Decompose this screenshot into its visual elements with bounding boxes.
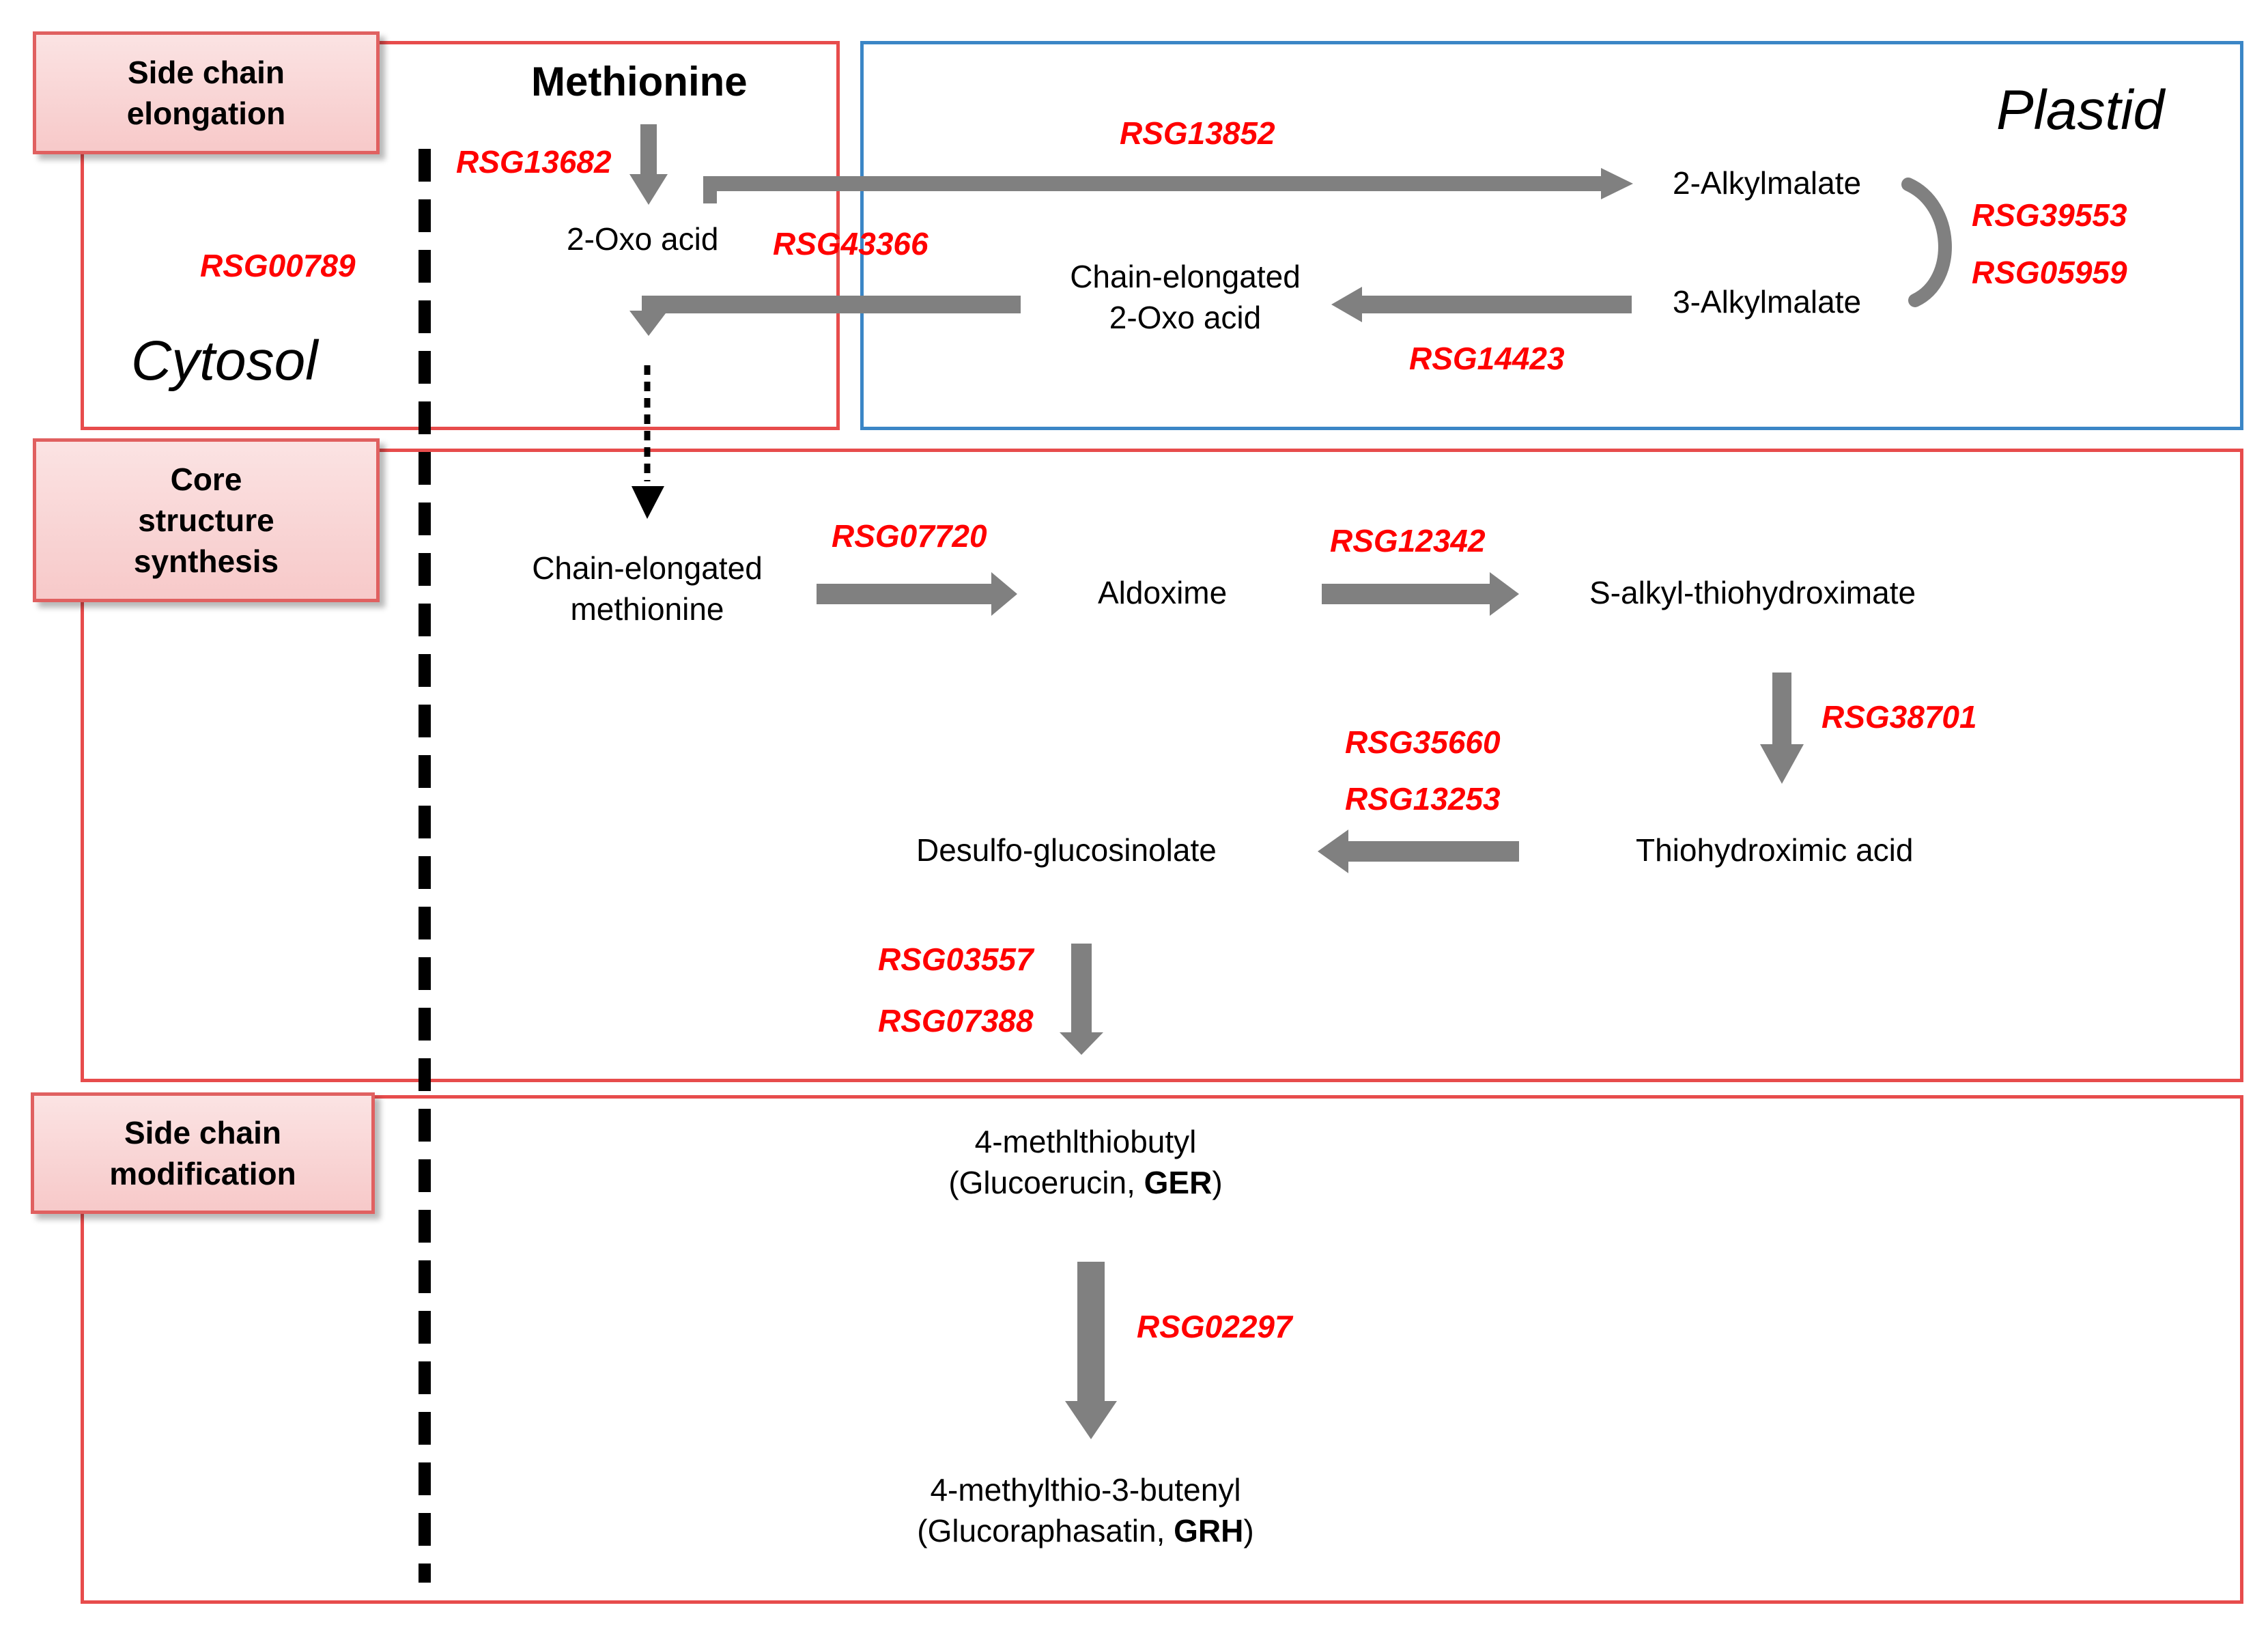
alkylmalate2-label: 2-Alkylmalate (1673, 165, 1862, 201)
gene-rsg03557: RSG03557 (878, 942, 1034, 977)
glucoerucin-label: 4-methlthiobutyl (Glucoerucin, GER) (881, 1121, 1290, 1203)
gene-rsg12342: RSG12342 (1330, 523, 1486, 558)
ger-line2-pre: (Glucoerucin, (948, 1165, 1144, 1200)
arrow-ger-grh (1065, 1262, 1117, 1439)
chain-oxo-line1: Chain-elongated (1070, 259, 1301, 294)
elongation-cytosol-box (81, 41, 840, 430)
arrow-chainmet-aldoxime (817, 572, 1017, 616)
gene-rsg35660: RSG35660 (1345, 724, 1501, 760)
arrow-aldoxime-salkyl (1322, 572, 1519, 616)
arrow-salkyl-thiohydroximic (1760, 673, 1804, 784)
plastid-label: Plastid (1996, 79, 2165, 141)
grh-abbr: GRH (1174, 1513, 1244, 1548)
gene-rsg13253: RSG13253 (1345, 781, 1501, 817)
gene-rsg05959: RSG05959 (1972, 255, 2127, 290)
chain-elongated-methionine-label: Chain-elongated methionine (511, 548, 784, 629)
stage-label-elongation: Side chain elongation (33, 31, 380, 154)
grh-line1: 4-methylthio-3-butenyl (930, 1472, 1241, 1508)
arrow-isomerization (1901, 178, 1952, 307)
s-alkyl-thiohydroximate-label: S-alkyl-thiohydroximate (1589, 575, 1916, 610)
chain-oxo-line2: 2-Oxo acid (1109, 300, 1262, 335)
thiohydroximic-acid-label: Thiohydroximic acid (1636, 832, 1914, 868)
stage-label-core: Core structure synthesis (33, 438, 380, 602)
arrow-alkylmalate-chainoxo (1331, 287, 1632, 322)
gene-rsg43366: RSG43366 (773, 226, 929, 261)
chain-met-line1: Chain-elongated (532, 550, 763, 586)
chain-elongated-oxo-acid-label: Chain-elongated 2-Oxo acid (1049, 256, 1322, 338)
core-synthesis-box (81, 449, 2243, 1082)
grh-line2-post: ) (1243, 1513, 1254, 1548)
glucoraphasatin-label: 4-methylthio-3-butenyl (Glucoraphasatin,… (881, 1469, 1290, 1551)
grh-line2-pre: (Glucoraphasatin, (917, 1513, 1174, 1548)
oxo-acid-label: 2-Oxo acid (567, 221, 719, 257)
arrow-oxo-alkylmalate (703, 168, 1633, 203)
ger-line1: 4-methlthiobutyl (974, 1124, 1197, 1159)
arrow-thiohydroximic-desulfo (1318, 830, 1519, 873)
chain-met-line2: methionine (570, 591, 724, 627)
gene-rsg13852: RSG13852 (1120, 115, 1275, 151)
grh-line2: (Glucoraphasatin, GRH) (881, 1510, 1290, 1551)
gene-rsg02297: RSG02297 (1137, 1309, 1292, 1344)
methionine-label: Methionine (531, 59, 748, 104)
ger-abbr: GER (1144, 1165, 1213, 1200)
alkylmalate3-label: 3-Alkylmalate (1673, 284, 1862, 320)
desulfo-glucosinolate-label: Desulfo-glucosinolate (916, 832, 1217, 868)
gene-rsg00789: RSG00789 (200, 248, 356, 283)
gene-rsg13682: RSG13682 (456, 144, 612, 180)
arrow-dotted-head (632, 486, 664, 519)
arrow-chainoxo-cytosol (629, 296, 1021, 336)
ger-line2-post: ) (1212, 1165, 1223, 1200)
arrow-desulfo-ger (1060, 944, 1103, 1055)
gene-rsg07388: RSG07388 (878, 1003, 1034, 1038)
ger-line2: (Glucoerucin, GER) (881, 1162, 1290, 1203)
plastid-box (860, 41, 2243, 430)
gene-rsg39553: RSG39553 (1972, 197, 2127, 233)
cytosol-label: Cytosol (131, 330, 318, 392)
aldoxime-label: Aldoxime (1098, 575, 1228, 610)
arrow-methionine-oxo (629, 124, 668, 205)
gene-rsg14423: RSG14423 (1409, 341, 1565, 376)
stage-label-modification: Side chain modification (31, 1092, 375, 1214)
gene-rsg38701: RSG38701 (1822, 699, 1977, 735)
gene-rsg07720: RSG07720 (832, 518, 987, 554)
modification-box (81, 1095, 2243, 1604)
